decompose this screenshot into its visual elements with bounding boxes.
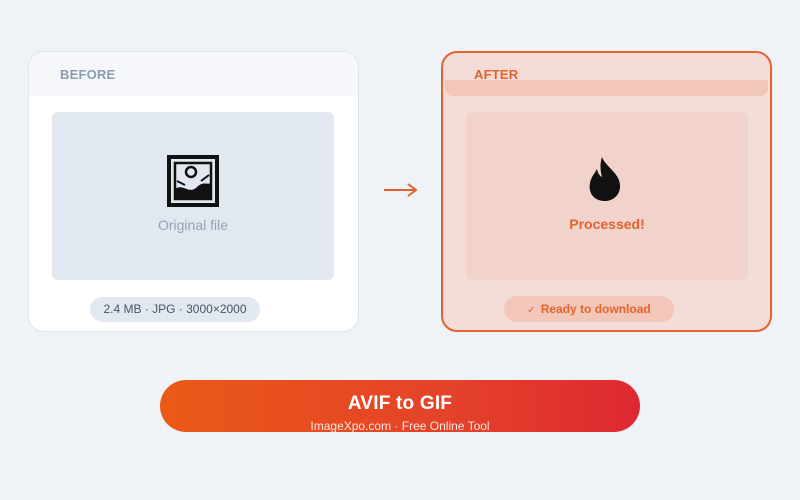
cta-title: AVIF to GIF <box>347 393 453 414</box>
check-icon: ✓ <box>527 305 536 316</box>
fire-icon <box>589 157 621 201</box>
ready-status-text: Ready to download <box>540 302 651 316</box>
original-preview: Original file <box>52 112 334 280</box>
preview-caption: Original file <box>157 217 229 233</box>
before-panel: BEFORE Original file 2.4 MB · JPG · 3000… <box>28 51 359 332</box>
before-panel-header <box>29 52 358 96</box>
after-label: AFTER <box>474 67 519 82</box>
cta-subtitle: ImageXpo.com · Free Online Tool <box>310 419 490 433</box>
ready-to-download-badge[interactable]: ✓ Ready to download <box>504 296 674 322</box>
arrow-right-icon <box>384 183 418 197</box>
after-panel: AFTER Processed! ✓ Ready to download <box>441 51 772 332</box>
after-panel-header <box>445 80 768 96</box>
avif-to-gif-button[interactable]: AVIF to GIF ImageXpo.com · Free Online T… <box>160 380 640 433</box>
file-meta-badge: 2.4 MB · JPG · 3000×2000 <box>90 297 260 322</box>
processed-preview: Processed! <box>466 112 748 280</box>
image-icon <box>167 155 219 207</box>
processed-caption: Processed! <box>569 216 645 232</box>
before-label: BEFORE <box>60 67 116 82</box>
